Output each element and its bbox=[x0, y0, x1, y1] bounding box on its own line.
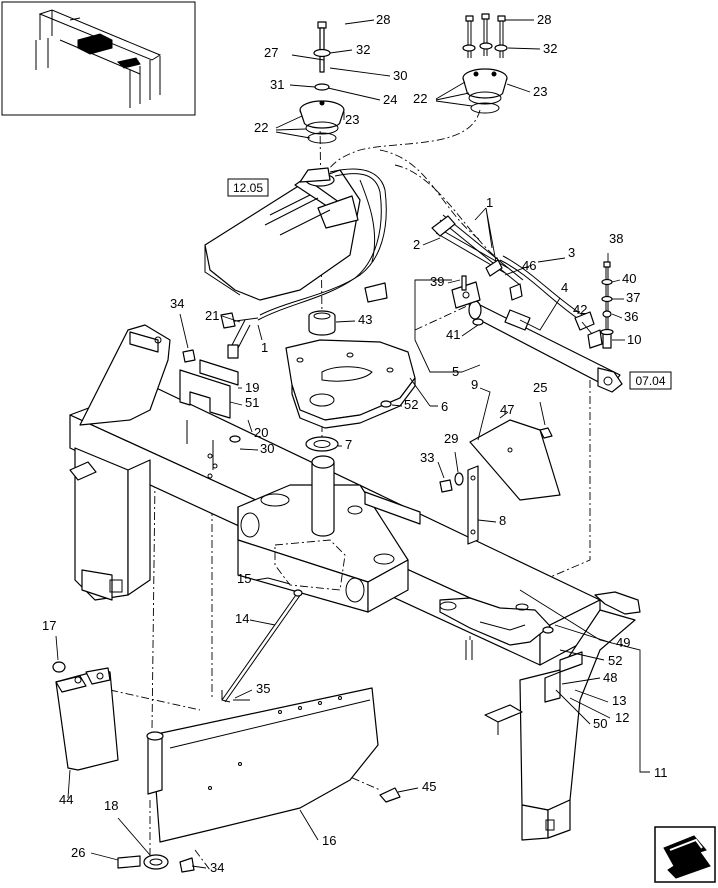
callout-c23b: 23 bbox=[533, 84, 547, 99]
bottom-hardware bbox=[117, 854, 195, 873]
callout-c32b: 32 bbox=[543, 41, 557, 56]
callout-c30a: 30 bbox=[393, 68, 407, 83]
callout-c18: 18 bbox=[104, 798, 118, 813]
callout-c3: 3 bbox=[568, 245, 575, 260]
callout-c32a: 32 bbox=[356, 42, 370, 57]
pin-hardware bbox=[587, 261, 614, 349]
callout-c25: 25 bbox=[533, 380, 547, 395]
callout-c49: 49 bbox=[616, 635, 630, 650]
strap-8 bbox=[467, 465, 479, 545]
callout-c23a: 23 bbox=[345, 112, 359, 127]
callout-c47: 47 bbox=[500, 402, 514, 417]
callout-c43: 43 bbox=[358, 312, 372, 327]
callout-c17: 17 bbox=[42, 618, 56, 633]
callout-c8: 8 bbox=[499, 513, 506, 528]
swivel-plate bbox=[285, 339, 416, 429]
callout-c48: 48 bbox=[603, 670, 617, 685]
callout-c52b: 52 bbox=[608, 653, 622, 668]
washer-7 bbox=[305, 436, 339, 452]
ref-07-04-box bbox=[629, 371, 672, 390]
callout-c30b: 30 bbox=[260, 441, 274, 456]
callout-c28b: 28 bbox=[537, 12, 551, 27]
callout-c39: 39 bbox=[430, 274, 444, 289]
callout-c31: 31 bbox=[270, 77, 284, 92]
callout-c16: 16 bbox=[322, 833, 336, 848]
callout-c5: 5 bbox=[452, 364, 459, 379]
callout-c51: 51 bbox=[245, 395, 259, 410]
main-frame bbox=[69, 324, 641, 841]
bushing-43 bbox=[308, 310, 336, 336]
shield-16 bbox=[146, 687, 401, 843]
callout-c29: 29 bbox=[444, 431, 458, 446]
callout-c37: 37 bbox=[626, 290, 640, 305]
callout-c22b: 22 bbox=[413, 91, 427, 106]
locator-inset bbox=[1, 1, 196, 116]
callout-c27: 27 bbox=[264, 45, 278, 60]
isolator-right bbox=[462, 13, 508, 114]
callout-c9: 9 bbox=[471, 377, 478, 392]
callout-c21: 21 bbox=[205, 308, 219, 323]
callout-c33: 33 bbox=[420, 450, 434, 465]
callout-c22a: 22 bbox=[254, 120, 268, 135]
cylinder-5 bbox=[451, 275, 623, 393]
callout-c14: 14 bbox=[235, 611, 249, 626]
callout-c24: 24 bbox=[383, 92, 397, 107]
callout-c11: 11 bbox=[654, 765, 668, 780]
callout-c12: 12 bbox=[615, 710, 629, 725]
reference-boxes: 12.05 07.04 bbox=[227, 178, 672, 390]
callout-c41: 41 bbox=[446, 327, 460, 342]
ref-12-05-label: 12.05 bbox=[233, 181, 263, 195]
callout-c35: 35 bbox=[256, 681, 270, 696]
callout-c28a: 28 bbox=[376, 12, 390, 27]
decals-19-51-20 bbox=[179, 359, 239, 419]
callout-c15: 15 bbox=[237, 571, 251, 586]
callout-c26: 26 bbox=[71, 845, 85, 860]
rod-14 bbox=[221, 577, 303, 703]
callout-c10: 10 bbox=[627, 332, 641, 347]
small-hardware bbox=[182, 349, 554, 634]
callout-c45: 45 bbox=[422, 779, 436, 794]
ref-07-04-label: 07.04 bbox=[635, 374, 665, 388]
ref-12-05-box bbox=[227, 178, 269, 197]
callout-c19: 19 bbox=[245, 380, 259, 395]
callout-c1b: 1 bbox=[261, 340, 268, 355]
ref-12-05[interactable]: 12.05 bbox=[227, 178, 269, 197]
ref-07-04[interactable]: 07.04 bbox=[629, 371, 672, 390]
turret-assembly bbox=[204, 167, 388, 359]
callout-c42: 42 bbox=[573, 302, 587, 317]
callout-c36: 36 bbox=[624, 309, 638, 324]
callout-c6: 6 bbox=[441, 399, 448, 414]
isolator-left bbox=[299, 21, 345, 144]
callout-c2: 2 bbox=[413, 237, 420, 252]
callout-c7: 7 bbox=[345, 437, 352, 452]
callout-c34b: 34 bbox=[210, 860, 224, 875]
callout-c13: 13 bbox=[612, 693, 626, 708]
shield-47 bbox=[469, 419, 561, 501]
callout-c34a: 34 bbox=[170, 296, 184, 311]
callout-c46: 46 bbox=[522, 258, 536, 273]
callout-c44: 44 bbox=[59, 792, 73, 807]
callout-c20: 20 bbox=[254, 425, 268, 440]
callout-c50: 50 bbox=[593, 716, 607, 731]
callout-c40: 40 bbox=[622, 271, 636, 286]
plate-44 bbox=[52, 661, 119, 771]
callout-c1a: 1 bbox=[486, 195, 493, 210]
callout-c4: 4 bbox=[561, 280, 568, 295]
leader-lines bbox=[55, 19, 650, 869]
callout-c52a: 52 bbox=[404, 397, 418, 412]
callout-c38: 38 bbox=[609, 231, 623, 246]
next-page-arrow-icon[interactable] bbox=[654, 826, 716, 883]
